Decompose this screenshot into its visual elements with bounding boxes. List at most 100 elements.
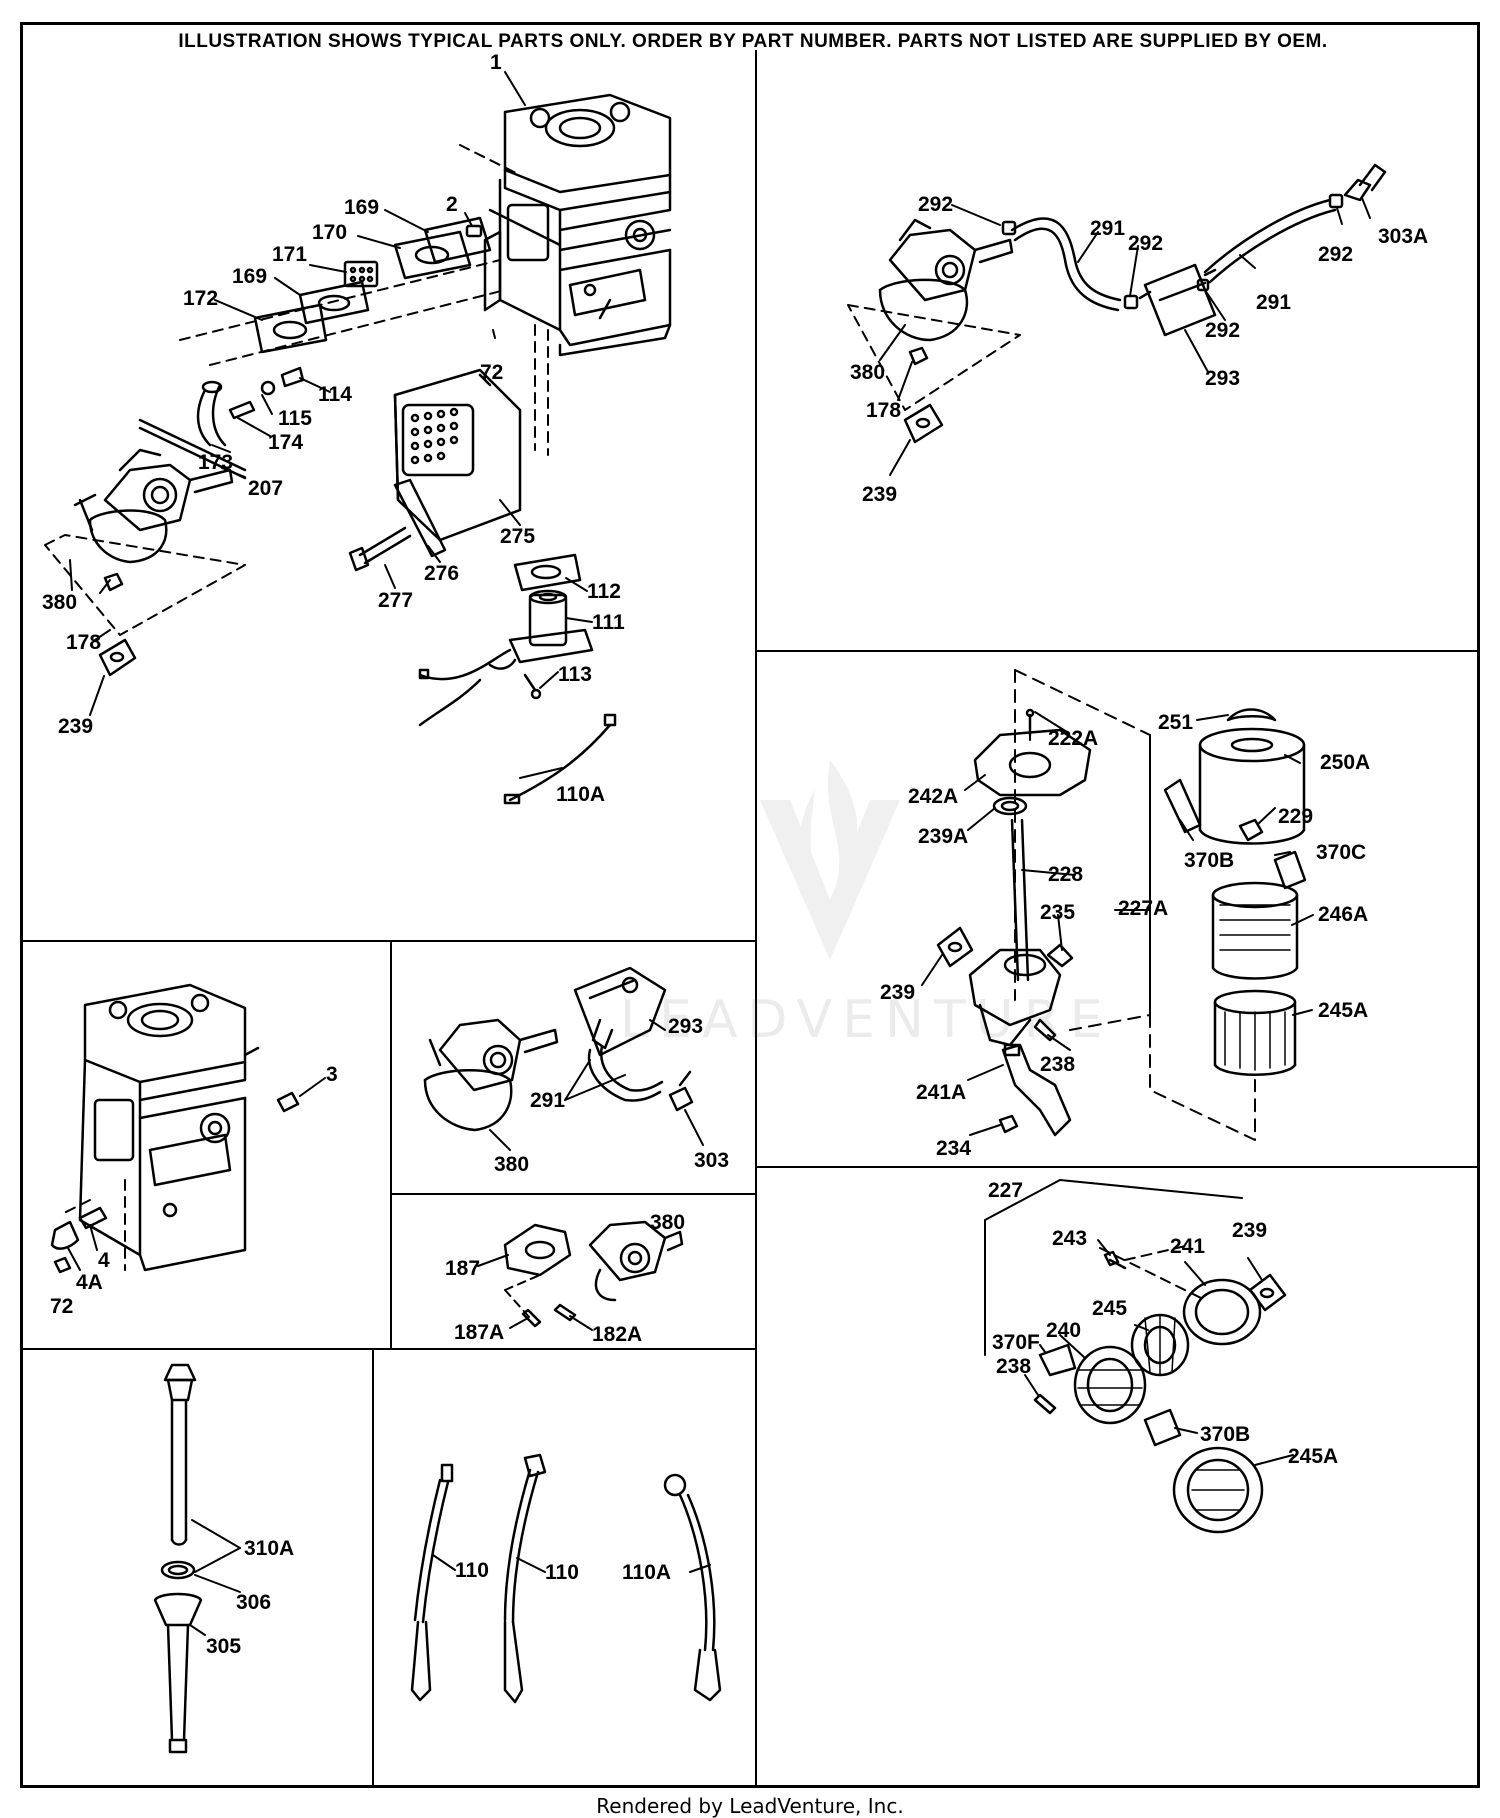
part-label: 178 [66, 631, 102, 654]
part-label: 246A [1318, 903, 1369, 926]
part-label: 173 [198, 451, 234, 474]
diagram-frame: ILLUSTRATION SHOWS TYPICAL PARTS ONLY. O… [20, 22, 1480, 1788]
part-label: 370C [1316, 841, 1367, 864]
part-label: 245 [1092, 1297, 1128, 1320]
block-alt-dash-lines [59, 1179, 126, 1271]
gasket-239-b [1248, 1273, 1287, 1312]
muffler [393, 368, 522, 542]
part-label: 293 [668, 1015, 704, 1038]
part-label: 227A [1118, 897, 1169, 920]
element-245A [1213, 989, 1297, 1076]
part-label: 292 [1318, 243, 1354, 266]
intake-gaskets [253, 216, 492, 354]
part-label: 227 [988, 1179, 1024, 1202]
bolt-277 [348, 526, 412, 572]
breather-tube [138, 380, 247, 480]
part-label: 239A [918, 825, 969, 848]
part-label: 115 [278, 407, 312, 430]
part-label: 241A [916, 1081, 967, 1104]
nut-178-fp [908, 346, 929, 366]
part-label: 245A [1318, 999, 1369, 1022]
part-label: 4 [98, 1249, 110, 1272]
part-label: 222A [1048, 727, 1099, 750]
part-label: 238 [996, 1355, 1032, 1378]
divider-left-3 [20, 1348, 755, 1350]
screws-187A-182A [521, 1303, 577, 1328]
base-plate-242A [973, 728, 1092, 797]
body-241 [1182, 1278, 1262, 1346]
part-label: 243 [1052, 1227, 1088, 1250]
stud-228 [1010, 818, 1030, 982]
part-label: 174 [268, 431, 304, 454]
part-label: 72 [480, 361, 504, 384]
air-cleaner-b-bracket [984, 1179, 1243, 1356]
nut-178-top [103, 572, 124, 592]
dipstick-leaders [189, 1519, 241, 1636]
part-label: 380 [494, 1153, 530, 1176]
bracket-241A [1001, 1043, 1072, 1137]
header-notice: ILLUSTRATION SHOWS TYPICAL PARTS ONLY. O… [178, 31, 1328, 52]
part-label: 110 [545, 1561, 579, 1584]
divider-left-vertical-2 [372, 1348, 374, 1788]
wire-110A-top [503, 713, 617, 805]
part-label: 242A [908, 785, 959, 808]
part-label: 234 [936, 1137, 972, 1160]
wing-nut-251 [1226, 708, 1277, 722]
part-label: 239 [880, 981, 916, 1004]
screw-238-b [1033, 1393, 1057, 1415]
part-label: 171 [272, 243, 308, 266]
part-label: 380 [42, 591, 78, 614]
part-label: 380 [650, 1211, 686, 1234]
gasket-dash-lines [179, 144, 549, 456]
part-label: 182A [592, 1323, 643, 1346]
carb-mount-leaders [477, 1221, 656, 1331]
part-label: 310A [244, 1537, 295, 1560]
divider-left-1 [20, 940, 755, 942]
wire-110-left [410, 1463, 454, 1702]
divider-left-vertical-1 [390, 940, 392, 1348]
cylinder-block [483, 93, 672, 357]
part-label: 293 [1205, 367, 1241, 390]
fuel-tank-293 [573, 966, 667, 1057]
part-label: 370B [1200, 1423, 1251, 1446]
divider-left-2 [390, 1193, 755, 1195]
gasket-370B [1163, 778, 1202, 834]
fuel-tank-leaders [489, 1019, 704, 1151]
gasket-239-fp [903, 403, 944, 444]
fuel-line-291-b [1196, 193, 1344, 292]
cylinder-block-alt [78, 983, 260, 1272]
gasket-239-top [98, 638, 137, 677]
part-label: 72 [50, 1295, 74, 1318]
part-label: 291 [530, 1089, 566, 1112]
part-label: 239 [1232, 1219, 1268, 1242]
part-label: 1 [490, 51, 502, 74]
fitting-303 [668, 1070, 694, 1112]
part-label: 110A [556, 783, 606, 806]
divider-main-vertical [755, 50, 757, 1788]
part-label: 2 [446, 193, 458, 216]
part-label: 277 [378, 589, 414, 612]
air-cleaner-b-leaders [1024, 1239, 1294, 1466]
fittings-4-4A-72 [50, 1206, 108, 1274]
carb-mount-dash-lines [504, 1274, 541, 1319]
o-ring-306 [160, 1560, 196, 1580]
seal-370F [1038, 1343, 1077, 1377]
part-label: 110 [455, 1559, 489, 1582]
engine-main-leaders [69, 71, 593, 779]
part-label: 303 [694, 1149, 730, 1172]
gasket-370C [1273, 850, 1307, 890]
part-label: 245A [1288, 1445, 1339, 1468]
part-label: 169 [344, 196, 380, 219]
element-240 [1073, 1345, 1147, 1425]
tank-carb-380 [423, 1018, 559, 1132]
fill-tube-305 [153, 1592, 203, 1754]
part-label: 229 [1278, 805, 1314, 828]
tank-fuel-line-291 [587, 1044, 664, 1102]
screw-222A [1025, 708, 1035, 737]
muffler-plate-276 [393, 478, 447, 558]
air-cleaner-b-dash-lines [1099, 1244, 1206, 1301]
part-label: 292 [918, 193, 954, 216]
air-cleaner-a-leaders [921, 711, 1314, 1136]
part-label: 276 [424, 562, 460, 585]
